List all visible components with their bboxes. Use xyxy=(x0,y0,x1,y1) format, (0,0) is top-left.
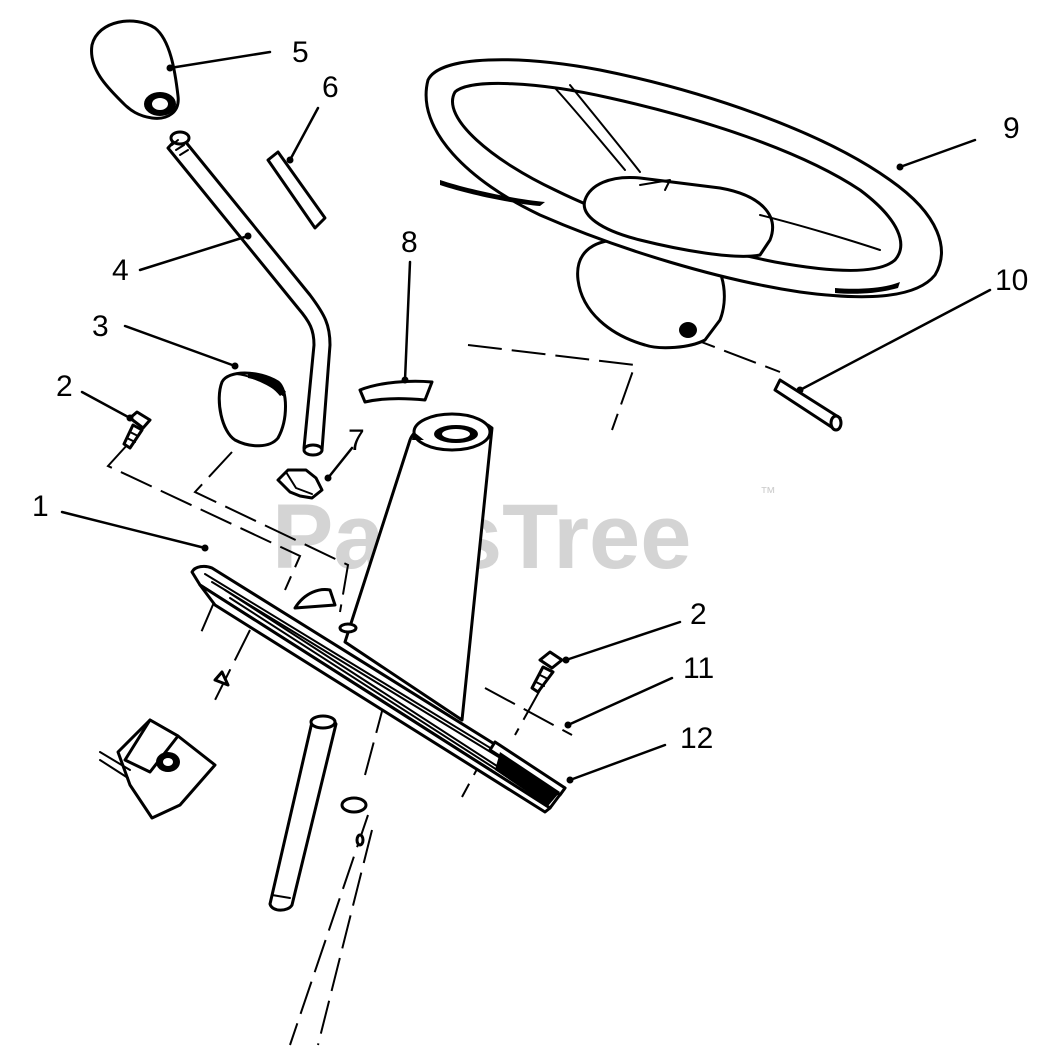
lower-shaft xyxy=(268,714,368,912)
steering-wheel xyxy=(424,58,943,350)
callout-11: 11 xyxy=(683,652,714,685)
leader-lines xyxy=(60,50,992,784)
roll-pin xyxy=(773,378,843,432)
screw-left xyxy=(122,410,152,450)
dash-bushing xyxy=(193,451,350,613)
callout-1: 1 xyxy=(32,490,49,523)
callout-2-left: 2 xyxy=(56,370,73,403)
callout-12: 12 xyxy=(680,722,713,755)
lever-rod xyxy=(166,130,332,457)
knob xyxy=(90,19,180,120)
decal xyxy=(358,379,434,404)
callouts: 5 6 4 3 2 8 7 9 10 1 2 11 12 xyxy=(32,36,1028,755)
screw-right xyxy=(530,650,564,694)
watermark-trademark: ™ xyxy=(760,485,776,502)
clip xyxy=(276,468,324,500)
mounting-plate xyxy=(190,564,567,814)
callout-5: 5 xyxy=(292,36,309,69)
key xyxy=(266,150,327,230)
callout-4: 4 xyxy=(112,254,129,287)
steering-column xyxy=(343,412,494,722)
dash-plate-left xyxy=(199,599,216,636)
bushing-block xyxy=(217,371,287,448)
callout-10: 10 xyxy=(995,264,1028,297)
bracket xyxy=(99,670,230,820)
dash-shaft-lower-a xyxy=(289,814,369,1046)
callout-2-right: 2 xyxy=(690,598,707,631)
dash-wheel-to-column xyxy=(467,344,637,431)
callout-9: 9 xyxy=(1003,112,1020,145)
callout-3: 3 xyxy=(92,310,109,343)
callout-6: 6 xyxy=(322,71,339,104)
callout-7: 7 xyxy=(348,424,365,457)
callout-8: 8 xyxy=(401,226,418,259)
dash-shaft-lower-b xyxy=(317,829,373,1046)
dash-shaft-upper xyxy=(364,699,386,776)
dash-screw-right xyxy=(514,689,541,736)
dash-bracket xyxy=(214,629,251,701)
dash-nut xyxy=(484,687,573,736)
dash-screw-left xyxy=(106,443,302,591)
